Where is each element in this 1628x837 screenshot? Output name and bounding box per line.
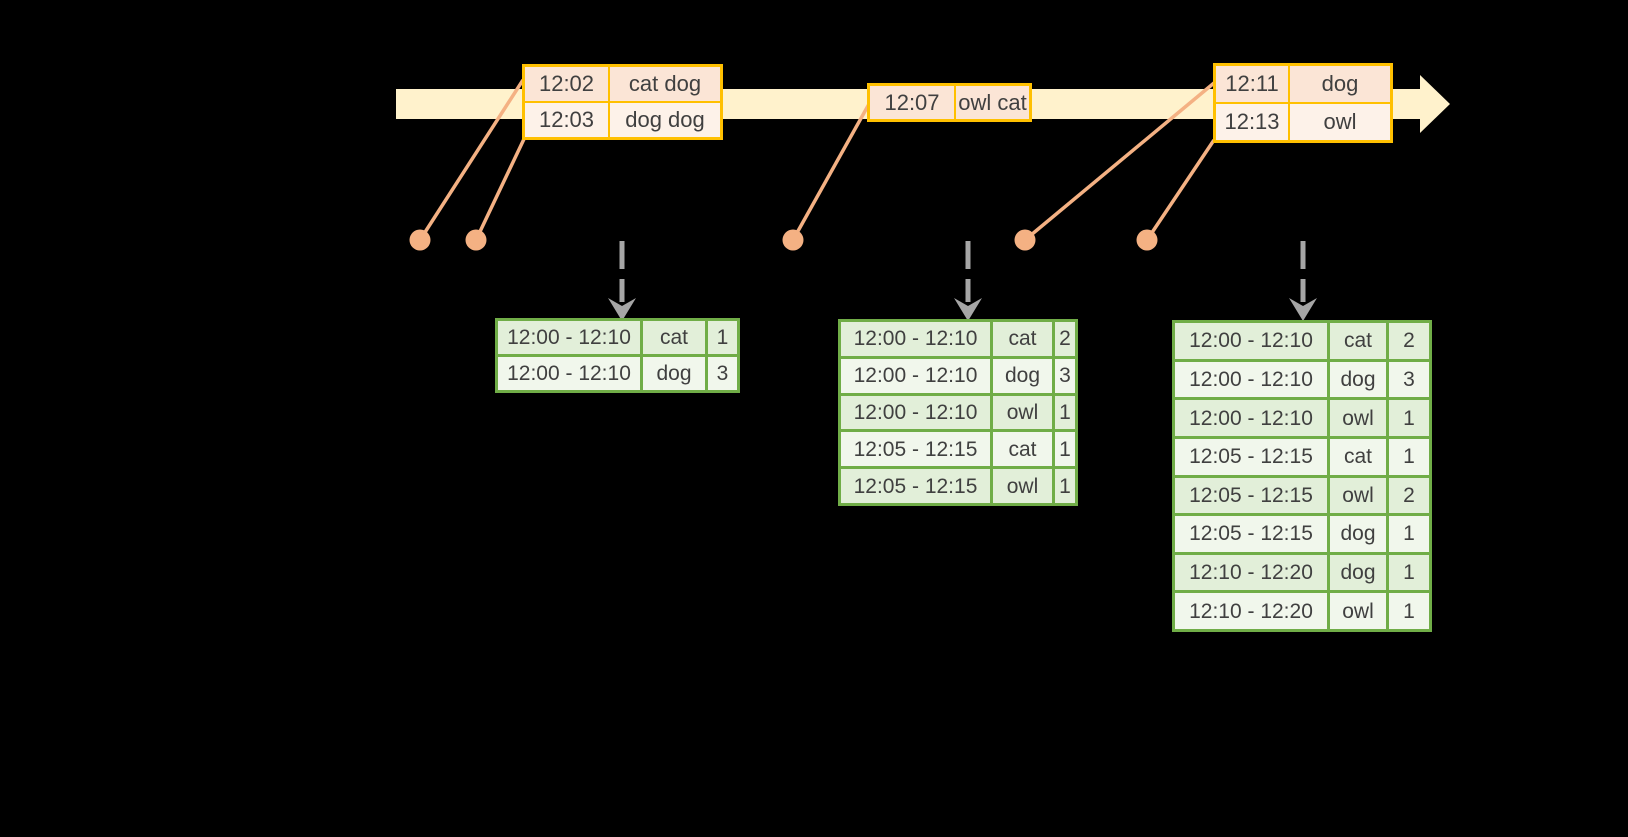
- event-table: 12:11 dog 12:13 owl: [1213, 63, 1393, 143]
- event-time-cell: 12:02: [525, 67, 608, 101]
- table-row: 12:00 - 12:10 owl 1: [1175, 400, 1429, 436]
- count-cell: 1: [1389, 516, 1429, 552]
- window-cell: 12:05 - 12:15: [1175, 438, 1327, 475]
- word-cell: dog: [1330, 361, 1386, 398]
- window-cell: 12:10 - 12:20: [1175, 593, 1327, 629]
- word-cell: cat: [643, 321, 705, 354]
- window-cell: 12:00 - 12:10: [841, 395, 990, 430]
- count-cell: 2: [1389, 323, 1429, 359]
- window-cell: 12:00 - 12:10: [841, 322, 990, 356]
- table-row: 12:05 - 12:15 dog 1: [1175, 516, 1429, 552]
- window-cell: 12:00 - 12:10: [498, 321, 640, 354]
- event-time-cell: 12:03: [525, 103, 608, 137]
- table-row: 12:00 - 12:10 cat 2: [841, 322, 1075, 356]
- event-words-cell: owl cat: [956, 86, 1029, 119]
- table-row: 12:10 - 12:20 dog 1: [1175, 554, 1429, 591]
- result-table: 12:00 - 12:10 cat 1 12:00 - 12:10 dog 3: [495, 318, 740, 393]
- event-connector-line: [1145, 139, 1216, 241]
- event-connector-line: [474, 138, 526, 241]
- event-dot: [465, 229, 487, 251]
- event-table: 12:07 owl cat: [867, 83, 1032, 122]
- window-cell: 12:00 - 12:10: [498, 357, 640, 390]
- word-cell: owl: [1330, 400, 1386, 436]
- word-cell: dog: [993, 358, 1052, 393]
- table-row: 12:00 - 12:10 dog 3: [1175, 361, 1429, 398]
- event-time-cell: 12:13: [1216, 104, 1288, 140]
- event-dot: [782, 229, 804, 251]
- count-cell: 1: [1055, 395, 1075, 430]
- window-cell: 12:00 - 12:10: [1175, 400, 1327, 436]
- table-row: 12:05 - 12:15 cat 1: [841, 432, 1075, 467]
- event-row: 12:13 owl: [1216, 104, 1390, 140]
- count-cell: 1: [1055, 469, 1075, 503]
- word-cell: owl: [1330, 477, 1386, 514]
- event-table: 12:02 cat dog 12:03 dog dog: [522, 64, 723, 140]
- trigger-arrow-icon: [608, 241, 636, 321]
- table-row: 12:10 - 12:20 owl 1: [1175, 593, 1429, 629]
- word-cell: owl: [1330, 593, 1386, 629]
- count-cell: 2: [1389, 477, 1429, 514]
- count-cell: 1: [1389, 400, 1429, 436]
- result-table: 12:00 - 12:10 cat 2 12:00 - 12:10 dog 3 …: [1172, 320, 1432, 632]
- event-dot: [1136, 229, 1158, 251]
- table-row: 12:00 - 12:10 owl 1: [841, 395, 1075, 430]
- window-cell: 12:05 - 12:15: [1175, 477, 1327, 514]
- count-cell: 1: [1389, 438, 1429, 475]
- count-cell: 3: [1055, 358, 1075, 393]
- word-cell: owl: [993, 395, 1052, 430]
- window-cell: 12:05 - 12:15: [841, 469, 990, 503]
- event-row: 12:03 dog dog: [525, 103, 720, 137]
- event-dot: [409, 229, 431, 251]
- window-cell: 12:05 - 12:15: [841, 432, 990, 467]
- event-connector-line: [418, 79, 525, 241]
- event-connector-line: [791, 103, 871, 241]
- window-cell: 12:00 - 12:10: [1175, 361, 1327, 398]
- event-row: 12:02 cat dog: [525, 67, 720, 101]
- word-cell: owl: [993, 469, 1052, 503]
- count-cell: 3: [708, 357, 737, 390]
- count-cell: 2: [1055, 322, 1075, 356]
- word-cell: dog: [1330, 554, 1386, 591]
- table-row: 12:00 - 12:10 cat 2: [1175, 323, 1429, 359]
- event-row: 12:11 dog: [1216, 66, 1390, 102]
- word-cell: cat: [993, 432, 1052, 467]
- table-row: 12:00 - 12:10 dog 3: [498, 357, 737, 390]
- word-cell: cat: [1330, 323, 1386, 359]
- trigger-arrow-icon: [954, 241, 982, 321]
- count-cell: 1: [1055, 432, 1075, 467]
- event-words-cell: dog dog: [610, 103, 720, 137]
- word-cell: dog: [643, 357, 705, 390]
- window-cell: 12:00 - 12:10: [841, 358, 990, 393]
- count-cell: 1: [1389, 554, 1429, 591]
- result-table: 12:00 - 12:10 cat 2 12:00 - 12:10 dog 3 …: [838, 319, 1078, 506]
- table-row: 12:05 - 12:15 owl 2: [1175, 477, 1429, 514]
- window-cell: 12:05 - 12:15: [1175, 516, 1327, 552]
- table-row: 12:05 - 12:15 owl 1: [841, 469, 1075, 503]
- word-cell: cat: [993, 322, 1052, 356]
- table-row: 12:00 - 12:10 dog 3: [841, 358, 1075, 393]
- event-time-cell: 12:11: [1216, 66, 1288, 102]
- event-words-cell: owl: [1290, 104, 1390, 140]
- word-cell: cat: [1330, 438, 1386, 475]
- event-words-cell: cat dog: [610, 67, 720, 101]
- table-row: 12:00 - 12:10 cat 1: [498, 321, 737, 354]
- event-row: 12:07 owl cat: [870, 86, 1029, 119]
- event-dot: [1014, 229, 1036, 251]
- count-cell: 1: [1389, 593, 1429, 629]
- window-cell: 12:10 - 12:20: [1175, 554, 1327, 591]
- count-cell: 1: [708, 321, 737, 354]
- window-cell: 12:00 - 12:10: [1175, 323, 1327, 359]
- event-connector-line: [1023, 81, 1216, 242]
- event-time-cell: 12:07: [870, 86, 954, 119]
- trigger-arrow-icon: [1289, 241, 1317, 321]
- table-row: 12:05 - 12:15 cat 1: [1175, 438, 1429, 475]
- word-cell: dog: [1330, 516, 1386, 552]
- event-words-cell: dog: [1290, 66, 1390, 102]
- count-cell: 3: [1389, 361, 1429, 398]
